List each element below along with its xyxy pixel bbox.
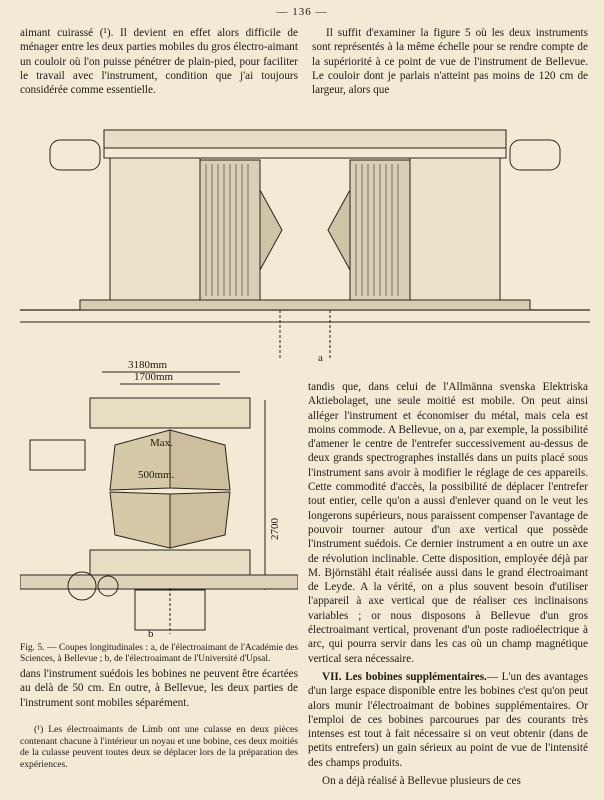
figure-b-label: b <box>148 628 154 640</box>
dim-3180: 3180mm <box>128 359 168 371</box>
left-bottom-paragraph: dans l'instrument suédois les bobines ne… <box>20 668 298 709</box>
right-paragraph-1: tandis que, dans celui de l'Allmänna sve… <box>308 381 588 665</box>
figure-caption: Fig. 5. — Coupes longitudinales : a, de … <box>20 643 298 665</box>
right-paragraph-3: On a déjà réalisé à Bellevue plusieurs d… <box>322 775 521 788</box>
right-column: tandis que, dans celui de l'Allmänna sve… <box>308 380 588 792</box>
page-number: — 136 — <box>276 6 328 18</box>
section-heading: VII. Les bobines supplémentaires. <box>322 670 487 683</box>
figure-a-label: a <box>318 352 323 364</box>
dim-500: 500mm. <box>138 469 175 481</box>
top-right-paragraph: Il suffit d'examiner la figure 5 où les … <box>312 27 588 97</box>
figure-a-drawing <box>20 129 590 358</box>
dim-1700: 1700mm <box>134 371 174 383</box>
top-left-paragraph: aimant cuirassé (¹). Il devient en effet… <box>20 27 298 97</box>
figure-b-drawing <box>20 371 298 634</box>
footnote: (¹) Les électroaimants de Limb ont une c… <box>20 724 298 770</box>
right-paragraph-2: VII. Les bobines supplémentaires.— L'un … <box>308 670 588 769</box>
dim-max: Max. <box>150 437 173 449</box>
dim-2700: 2700 <box>269 518 281 540</box>
